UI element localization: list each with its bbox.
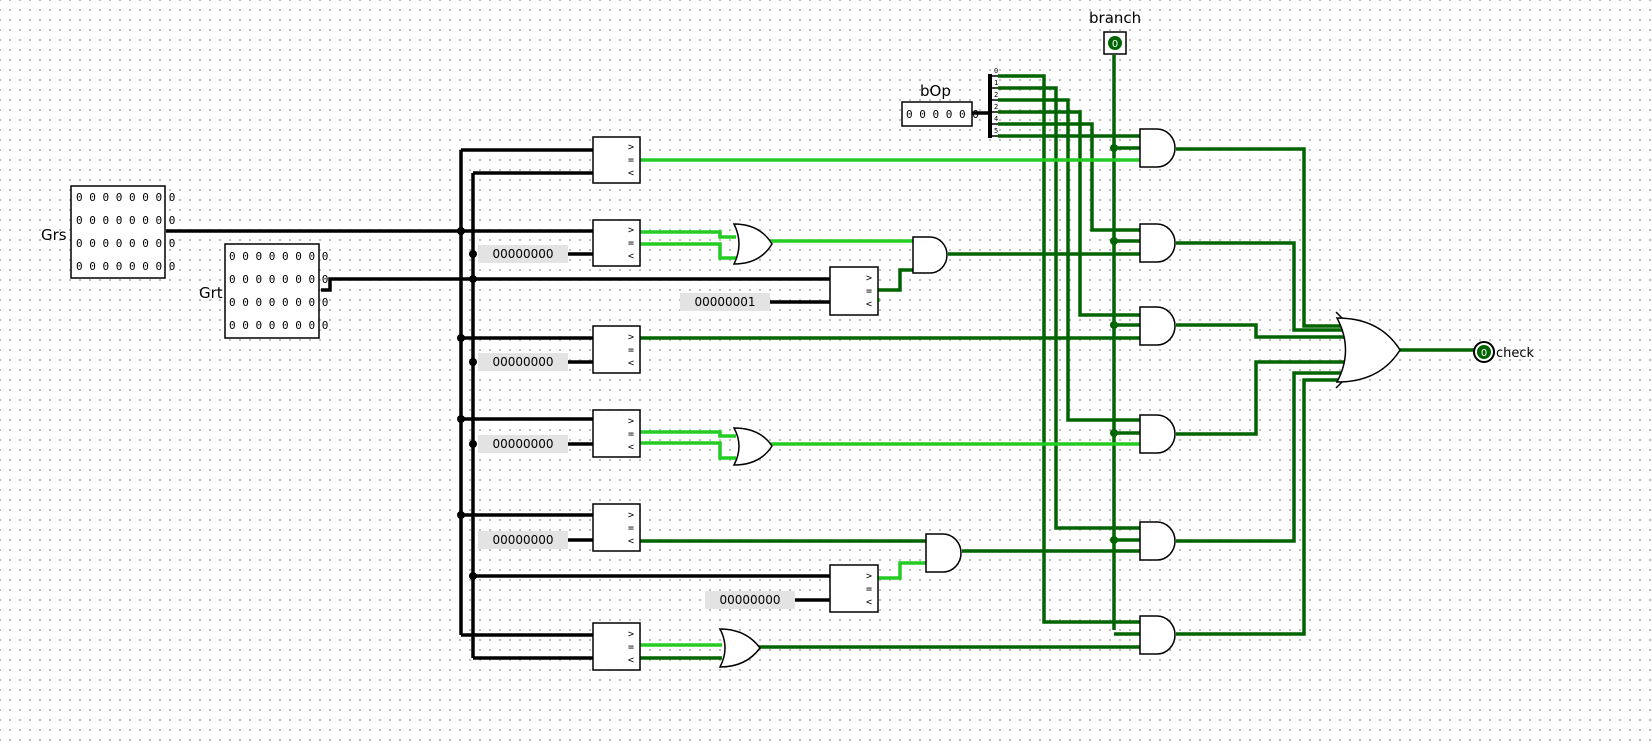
grt-row: 0 0 0 0 0 0 0 0: [229, 319, 328, 332]
constant[interactable]: 00000000: [478, 435, 568, 453]
branch-input[interactable]: 0: [1103, 31, 1127, 55]
grt-label: Grt: [199, 284, 223, 302]
comparator[interactable]: > = <: [592, 622, 641, 671]
splitter-pin-label: 2: [994, 91, 998, 99]
grs-row: 0 0 0 0 0 0 0 0: [76, 237, 175, 250]
comparator-eq: =: [866, 286, 872, 297]
grt-register[interactable]: 0 0 0 0 0 0 0 0 0 0 0 0 0 0 0 0 0 0 0 0 …: [224, 243, 328, 339]
branch-value: 0: [1112, 39, 1118, 50]
comparator[interactable]: > = <: [592, 136, 641, 184]
splitter-pin-label: 1: [994, 79, 998, 87]
comparator-lt: <: [866, 597, 872, 608]
constant[interactable]: 00000000: [478, 353, 568, 371]
constant[interactable]: 00000000: [478, 245, 568, 263]
constant-value: 00000001: [694, 295, 755, 309]
and-gate[interactable]: [1139, 521, 1176, 561]
comparator-lt: <: [628, 536, 634, 547]
and-gate[interactable]: [1139, 306, 1176, 346]
or-gate[interactable]: [732, 427, 773, 466]
grs-label: Grs: [41, 226, 67, 244]
comparator-lt: <: [628, 168, 634, 179]
grt-row: 0 0 0 0 0 0 0 0: [229, 250, 328, 263]
check-value: 0: [1481, 348, 1487, 359]
comparator-eq: =: [628, 429, 634, 440]
comparator-eq: =: [628, 238, 634, 249]
constant[interactable]: 00000000: [705, 591, 795, 609]
constant-value: 00000000: [492, 355, 553, 369]
comparator-gt: >: [628, 510, 634, 521]
comparator-eq: =: [628, 642, 634, 653]
comparator-eq: =: [866, 584, 872, 595]
constant[interactable]: 00000001: [680, 293, 770, 311]
comparator-lt: <: [628, 358, 634, 369]
comparator[interactable]: > = <: [592, 409, 641, 458]
grs-row: 0 0 0 0 0 0 0 0: [76, 191, 175, 204]
comparator-gt: >: [628, 629, 634, 640]
and-gate[interactable]: [1139, 414, 1176, 454]
comparator-eq: =: [628, 345, 634, 356]
comparator[interactable]: > = <: [829, 266, 879, 316]
or-gate[interactable]: [718, 628, 761, 668]
comparator[interactable]: > = <: [592, 325, 641, 374]
comparator-lt: <: [628, 442, 634, 453]
check-output: 0: [1473, 341, 1495, 363]
comparator-lt: <: [628, 655, 634, 666]
comparator-gt: >: [628, 332, 634, 343]
grs-row: 0 0 0 0 0 0 0 0: [76, 260, 175, 273]
branch-label: branch: [1089, 9, 1141, 27]
bop-label: bOp: [920, 82, 951, 100]
grs-row: 0 0 0 0 0 0 0 0: [76, 214, 175, 227]
comparator-gt: >: [628, 416, 634, 427]
comparator-gt: >: [628, 225, 634, 236]
or-gate-final[interactable]: [1335, 317, 1401, 383]
low-signal-wires: [640, 55, 1478, 660]
or-gate[interactable]: [732, 223, 773, 265]
and-gate[interactable]: [1139, 128, 1176, 168]
comparator[interactable]: > = <: [592, 219, 641, 267]
splitter-pin-label: 4: [994, 115, 998, 123]
and-gate[interactable]: [1139, 615, 1176, 655]
grt-row: 0 0 0 0 0 0 0 0: [229, 273, 328, 286]
comparator-gt: >: [628, 142, 634, 153]
constant-value: 00000000: [492, 533, 553, 547]
constant-value: 00000000: [719, 593, 780, 607]
bop-splitter: 0 1 2 2 4 5: [988, 67, 998, 138]
grt-row: 0 0 0 0 0 0 0 0: [229, 296, 328, 309]
splitter-pin-label: 0: [994, 67, 998, 75]
comparator-lt: <: [628, 251, 634, 262]
splitter-pin-label: 2: [994, 103, 998, 111]
high-signal-wires: [640, 158, 1140, 647]
check-label: check: [1496, 346, 1535, 361]
grs-register[interactable]: 0 0 0 0 0 0 0 0 0 0 0 0 0 0 0 0 0 0 0 0 …: [70, 185, 175, 279]
comparator[interactable]: > = <: [829, 564, 879, 613]
and-gate[interactable]: [912, 236, 948, 274]
comparator-gt: >: [866, 571, 872, 582]
comparator-eq: =: [628, 523, 634, 534]
constant[interactable]: 00000000: [478, 531, 568, 549]
and-gate[interactable]: [1139, 223, 1176, 263]
and-gate[interactable]: [925, 533, 962, 573]
constant-value: 00000000: [492, 437, 553, 451]
comparator-lt: <: [866, 299, 872, 310]
bop-input[interactable]: 0 0 0 0 0 0: [901, 101, 979, 127]
splitter-pin-label: 5: [994, 127, 998, 135]
comparator-gt: >: [866, 273, 872, 284]
junction-dots: [457, 144, 1118, 580]
bop-value: 0 0 0 0 0 0: [906, 108, 979, 121]
constant-value: 00000000: [492, 247, 553, 261]
comparator[interactable]: > = <: [592, 503, 641, 552]
comparator-eq: =: [628, 155, 634, 166]
